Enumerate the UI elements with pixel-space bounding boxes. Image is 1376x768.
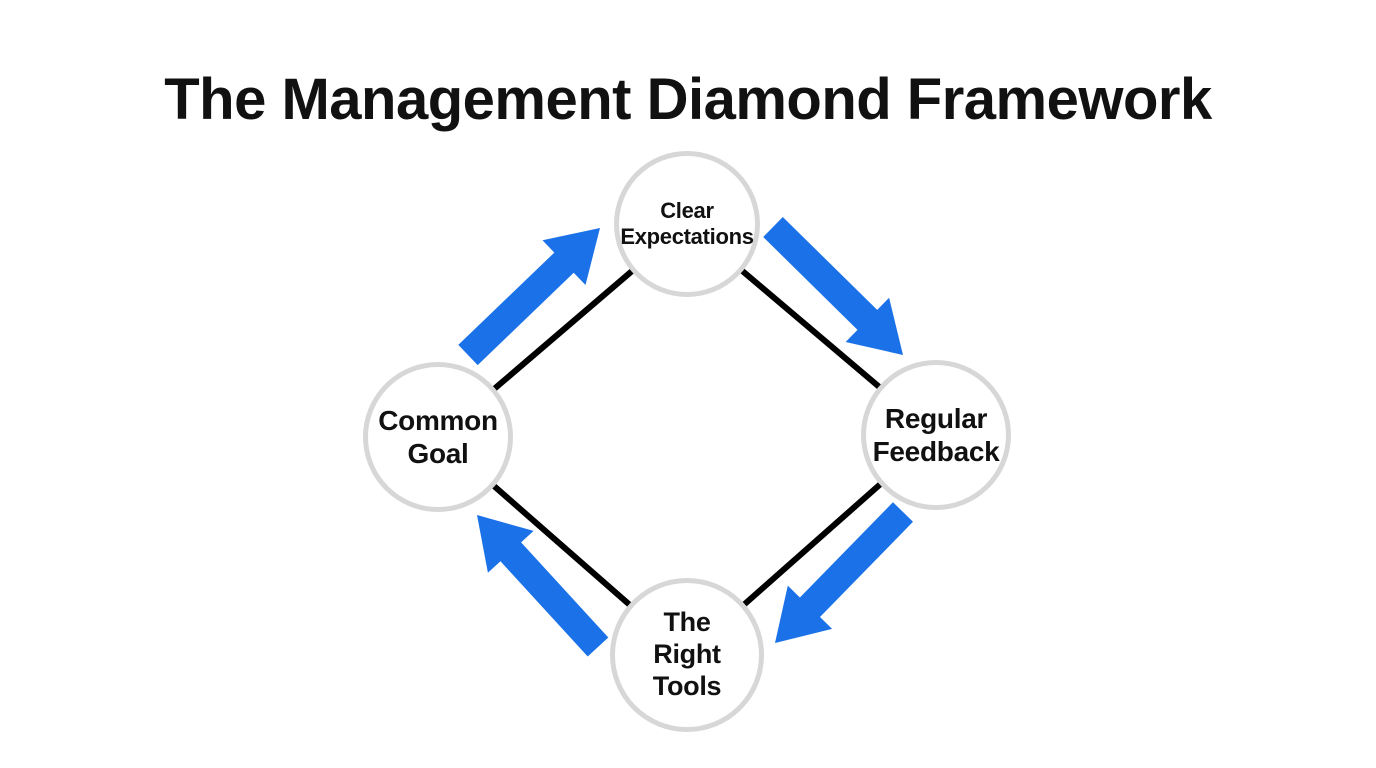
arrow-right-tools-to-common-goal (477, 515, 609, 657)
node-label-common-goal: Common Goal (378, 404, 498, 469)
node-label-the-right-tools: The Right Tools (652, 607, 722, 701)
arrow-clear-expectations-to-regular-feedback (763, 217, 903, 355)
arrow-common-goal-to-clear-expectations (458, 228, 600, 366)
arrow-regular-feedback-to-right-tools (775, 502, 913, 643)
node-clear-expectations: Clear Expectations (614, 151, 760, 297)
node-label-regular-feedback: Regular Feedback (872, 402, 1000, 467)
node-common-goal: Common Goal (363, 362, 513, 512)
node-the-right-tools: The Right Tools (610, 578, 764, 732)
node-regular-feedback: Regular Feedback (861, 360, 1011, 510)
diagram-title: The Management Diamond Framework (164, 67, 1212, 132)
node-label-clear-expectations: Clear Expectations (620, 198, 754, 249)
